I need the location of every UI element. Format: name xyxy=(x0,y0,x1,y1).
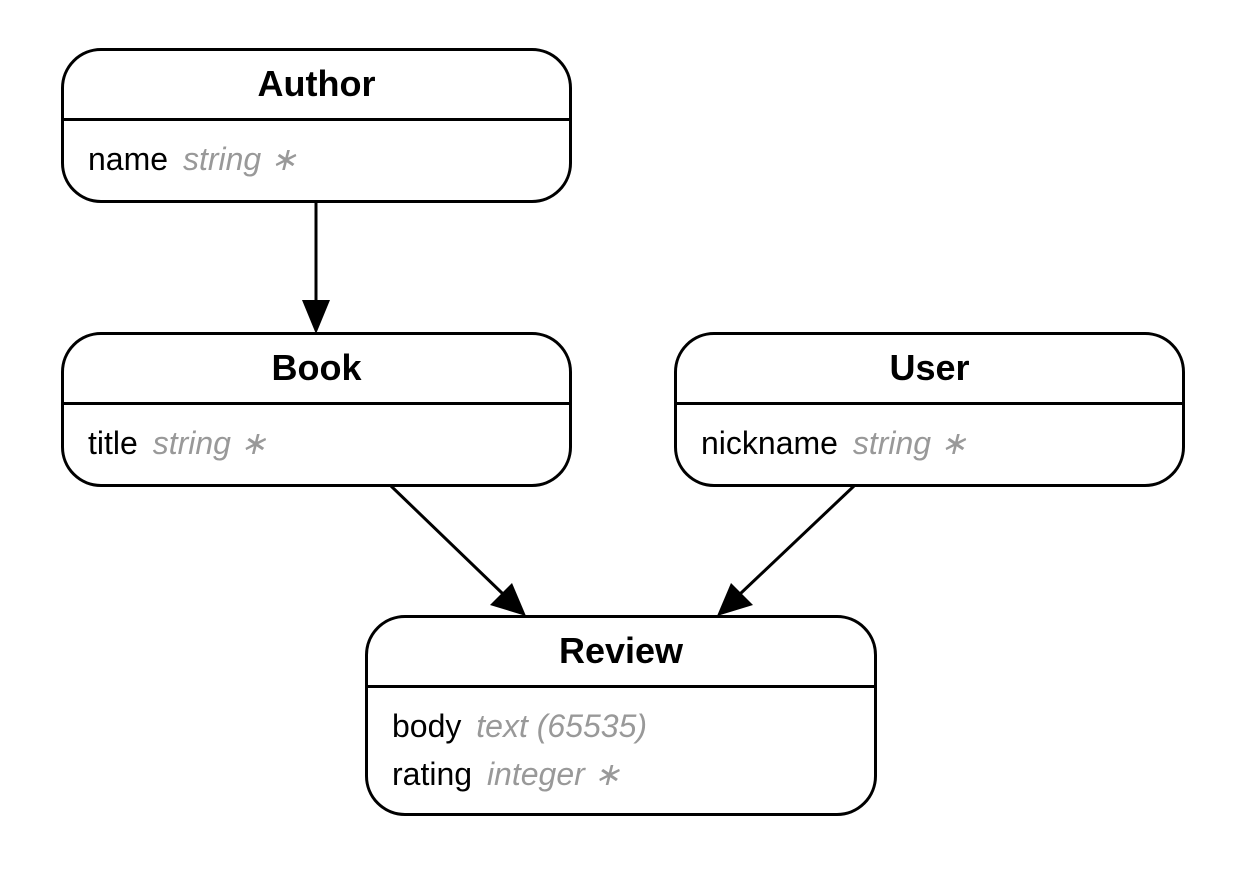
attribute-name: title xyxy=(88,425,138,461)
attribute-type: text (65535) xyxy=(476,708,648,744)
edge-book-review-arrowhead xyxy=(490,583,526,616)
edge-user-review-arrowhead xyxy=(717,583,753,616)
attribute-type: integer ∗ xyxy=(486,756,621,792)
attribute-name: rating xyxy=(392,756,473,792)
attribute-list: title string ∗ xyxy=(64,405,569,467)
attribute-type: string ∗ xyxy=(152,425,267,461)
entity-title: User xyxy=(677,335,1182,405)
attribute-name: body xyxy=(392,708,462,744)
attribute-list: name string ∗ xyxy=(64,121,569,183)
edge-author-book-arrowhead xyxy=(302,300,330,334)
attribute-row: title string ∗ xyxy=(88,419,569,467)
attribute-row: rating integer ∗ xyxy=(392,750,874,798)
edge-author-book xyxy=(302,202,330,334)
edge-user-review xyxy=(717,484,856,616)
attribute-list: body text (65535) rating integer ∗ xyxy=(368,688,874,798)
entity-title: Author xyxy=(64,51,569,121)
entity-review[interactable]: Review body text (65535) rating integer … xyxy=(365,615,877,816)
entity-title: Review xyxy=(368,618,874,688)
entity-book[interactable]: Book title string ∗ xyxy=(61,332,572,487)
attribute-row: nickname string ∗ xyxy=(701,419,1182,467)
attribute-name: nickname xyxy=(701,425,838,461)
attribute-list: nickname string ∗ xyxy=(677,405,1182,467)
attribute-name: name xyxy=(88,141,169,177)
attribute-type: string ∗ xyxy=(182,141,297,177)
entity-title: Book xyxy=(64,335,569,405)
entity-author[interactable]: Author name string ∗ xyxy=(61,48,572,203)
edge-book-review-line xyxy=(389,484,505,596)
entity-user[interactable]: User nickname string ∗ xyxy=(674,332,1185,487)
attribute-row: body text (65535) xyxy=(392,702,874,750)
attribute-row: name string ∗ xyxy=(88,135,569,183)
edge-book-review xyxy=(389,484,526,616)
edge-user-review-line xyxy=(738,484,856,596)
attribute-type: string ∗ xyxy=(852,425,967,461)
